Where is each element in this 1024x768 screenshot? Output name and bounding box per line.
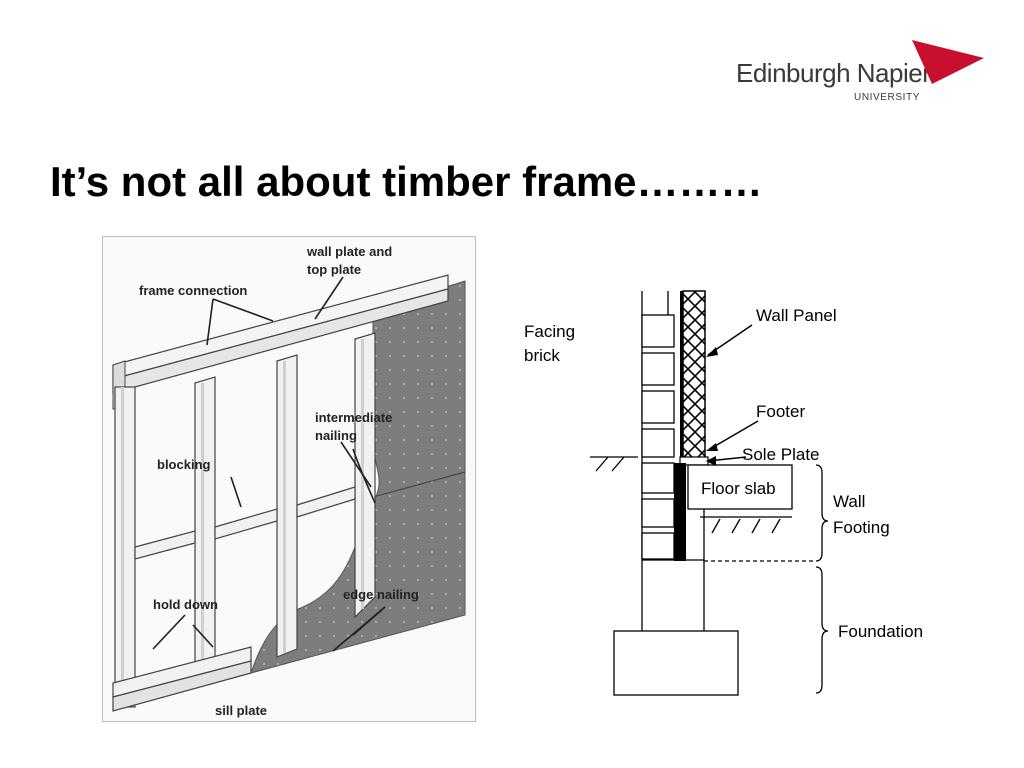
label-facing-2: brick [524, 346, 560, 365]
label-intermediate-2: nailing [315, 428, 357, 443]
wall-panel [682, 290, 706, 462]
label-facing-1: Facing [524, 322, 575, 341]
label-intermediate-1: intermediate [315, 410, 392, 425]
timber-frame-diagram: wall plate and top plate frame connectio… [102, 236, 476, 722]
label-floor-slab: Floor slab [701, 479, 776, 498]
stud [276, 354, 298, 658]
label-wall-plate-1: wall plate and [306, 244, 392, 259]
foundation-block [613, 630, 739, 696]
blocking [296, 486, 356, 518]
logo-name: Edinburgh Napier [736, 58, 931, 88]
sheathing-board [250, 280, 466, 674]
label-wall-panel: Wall Panel [756, 306, 837, 325]
university-logo: Edinburgh Napier UNIVERSITY [736, 40, 996, 110]
end-stud [114, 386, 136, 708]
wall-footing-brace [815, 464, 829, 562]
logo-triangle-icon [912, 40, 984, 84]
label-footer: Footer [756, 402, 805, 421]
foundation-brace [815, 566, 829, 694]
blocking [134, 530, 196, 560]
label-blocking: blocking [157, 457, 211, 472]
facing-brick-wall [641, 291, 675, 560]
blocking [214, 508, 278, 540]
label-hold-down: hold down [153, 597, 218, 612]
label-edge-nailing: edge nailing [343, 587, 419, 602]
label-sill-plate: sill plate [215, 703, 267, 718]
label-frame-connection: frame connection [139, 283, 247, 298]
black-strip [674, 463, 686, 561]
stud [194, 376, 216, 678]
label-wall-footing-2: Footing [833, 518, 890, 537]
label-wall-footing-1: Wall [833, 492, 865, 511]
floor-slab-box [687, 464, 793, 510]
wall-section-diagram: Floor slab Facing brick Wall Pan [520, 285, 960, 705]
label-wall-plate-2: top plate [307, 262, 361, 277]
logo-subtitle: UNIVERSITY [854, 92, 921, 103]
slide-title: It’s not all about timber frame……… [50, 158, 763, 205]
stud [354, 332, 376, 619]
label-sole-plate: Sole Plate [742, 445, 820, 464]
label-foundation: Foundation [838, 622, 923, 641]
